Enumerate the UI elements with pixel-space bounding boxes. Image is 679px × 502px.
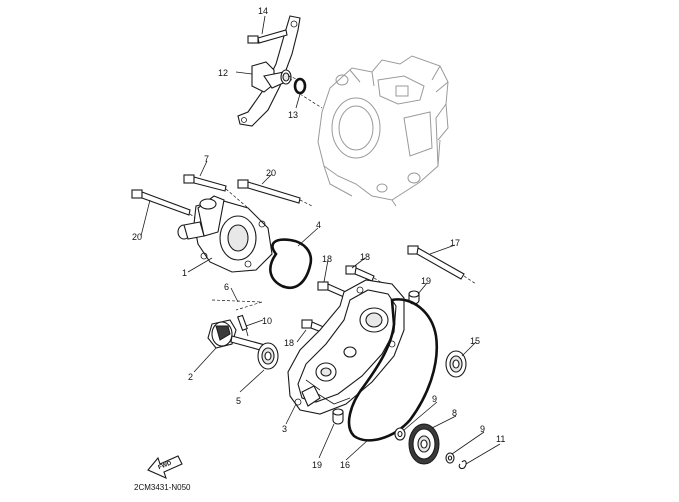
bolt-18-middle [317, 281, 347, 298]
cylinder-reference [317, 55, 449, 207]
callout-18-middle: 18 [322, 254, 332, 264]
callout-18-upper: 18 [360, 252, 370, 262]
bolt-20-lower [131, 189, 191, 216]
callout-9-right: 9 [480, 424, 485, 434]
callout-19-upper: 19 [421, 276, 431, 286]
callout-6: 6 [224, 282, 229, 292]
callout-2: 2 [188, 372, 193, 382]
washer-9-b [445, 452, 455, 464]
fwd-arrow-icon: FWD [147, 455, 183, 480]
callout-13: 13 [288, 110, 298, 120]
callout-16: 16 [340, 460, 350, 470]
callout-12: 12 [218, 68, 228, 78]
gasket-16 [347, 298, 439, 442]
callout-11: 11 [496, 434, 505, 444]
callout-18-lower: 18 [284, 338, 294, 348]
gasket-4 [269, 238, 313, 289]
callout-17: 17 [450, 238, 460, 248]
callout-labels: 14 12 13 7 20 20 4 1 6 18 18 17 19 10 18… [132, 6, 505, 470]
callout-20-lower: 20 [132, 232, 142, 242]
leader-lines [140, 15, 501, 465]
callout-3: 3 [282, 424, 287, 434]
callout-14: 14 [258, 6, 268, 16]
fwd-label: FWD [158, 460, 174, 471]
water-pump-housing [177, 195, 273, 273]
washer-9-a [394, 427, 406, 441]
callout-9-left: 9 [432, 394, 437, 404]
oil-seal-15 [445, 350, 467, 378]
oil-seal-5 [257, 342, 279, 370]
bolt-17 [407, 245, 465, 280]
callout-1: 1 [182, 268, 187, 278]
bolt-18-upper [345, 265, 375, 282]
impeller-shaft [207, 314, 277, 355]
callout-10: 10 [262, 316, 272, 326]
callout-5: 5 [236, 396, 241, 406]
bolt-7 [183, 174, 227, 192]
dowel-19-lower [332, 408, 344, 425]
bolt-20-upper [237, 179, 301, 204]
circlip-11 [458, 460, 467, 470]
callout-4: 4 [316, 220, 321, 230]
callout-15: 15 [470, 336, 480, 346]
bracket-assembly [237, 15, 323, 127]
callout-20-upper: 20 [266, 168, 276, 178]
callout-19-lower: 19 [312, 460, 322, 470]
bolt-14 [247, 29, 288, 44]
pump-drive-gear [408, 423, 440, 465]
callout-7: 7 [204, 154, 209, 164]
callout-8: 8 [452, 408, 457, 418]
diagram-code: 2CM3431-N050 [134, 483, 191, 492]
